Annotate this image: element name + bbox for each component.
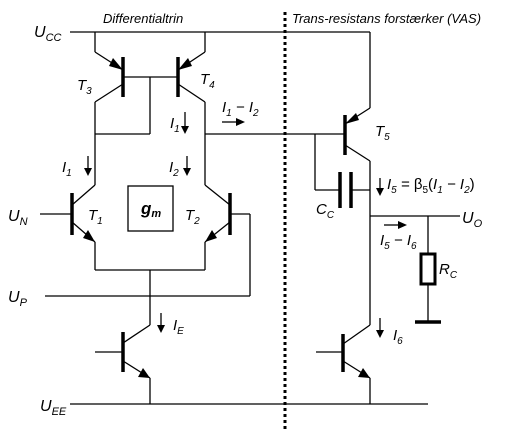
t4-label: T4 [200, 71, 215, 91]
differential-stage-title: Differentialtrin [103, 11, 183, 26]
current-arrows [84, 112, 407, 338]
i1-middle-label: I1 [170, 115, 180, 135]
t3-label: T3 [77, 77, 92, 97]
ucc-label: UCC [34, 24, 62, 44]
i1-minus-i2-label: I1 − I2 [222, 99, 259, 119]
i2-label: I2 [169, 159, 179, 179]
t2-label: T2 [185, 207, 200, 227]
gm-label: gm [140, 199, 161, 220]
vas-current-source-transistor [316, 318, 371, 404]
i5-minus-i6-label: I5 − I6 [380, 232, 417, 252]
tail-current-source-transistor [95, 318, 151, 404]
transistor-t3 [94, 32, 125, 103]
t5-label: T5 [375, 123, 390, 143]
transistor-t1 [40, 184, 96, 243]
uee-label: UEE [40, 398, 67, 418]
un-label: UN [8, 208, 28, 228]
rc-resistor [419, 252, 437, 286]
i6-label: I6 [393, 327, 403, 347]
transistor-t5 [343, 32, 371, 318]
rc-label: RC [439, 261, 458, 281]
transistor-t4 [176, 32, 206, 103]
gm-box [127, 185, 174, 232]
transistor-t2 [204, 184, 251, 296]
compensation-capacitor [314, 134, 370, 208]
vas-stage-title: Trans-resistans forstærker (VAS) [292, 11, 481, 26]
uo-label: UO [462, 210, 483, 230]
cc-label: CC [316, 201, 335, 221]
i5-equation-label: I5 = β5(I1 − I2) [387, 176, 475, 196]
t1-label: T1 [88, 207, 103, 227]
i1-left-label: I1 [62, 159, 72, 179]
ie-label: IE [173, 317, 184, 337]
up-label: UP [8, 289, 28, 309]
